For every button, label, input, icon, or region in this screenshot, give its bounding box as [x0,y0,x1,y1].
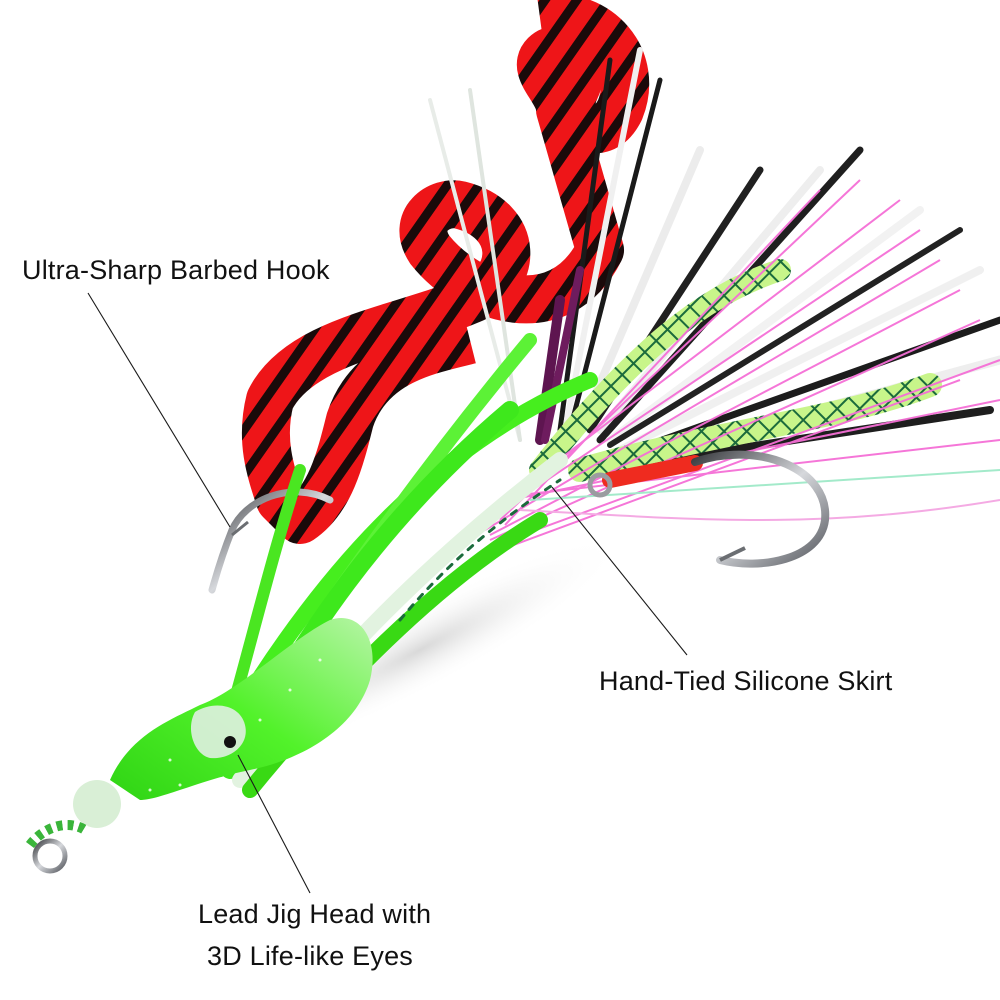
glow-bead [73,780,121,828]
red-ribbon [241,0,650,544]
callout-head-label-line1: Lead Jig Head with [198,899,432,929]
split-ring [26,820,88,874]
callout-lines [87,292,688,894]
callout-line-head [237,754,311,894]
callout-line-skirt [551,486,688,656]
front-hook [208,488,334,594]
rear-hook [587,450,830,568]
callout-hook-label: Ultra-Sharp Barbed Hook [22,255,330,285]
jig-head-body [110,618,373,800]
callout-head-label-line2: 3D Life-like Eyes [207,941,413,971]
callout-skirt-label: Hand-Tied Silicone Skirt [599,666,893,696]
callout-line-hook [87,292,231,528]
eye [224,736,236,748]
spotted-skirt-strands [428,47,1000,469]
